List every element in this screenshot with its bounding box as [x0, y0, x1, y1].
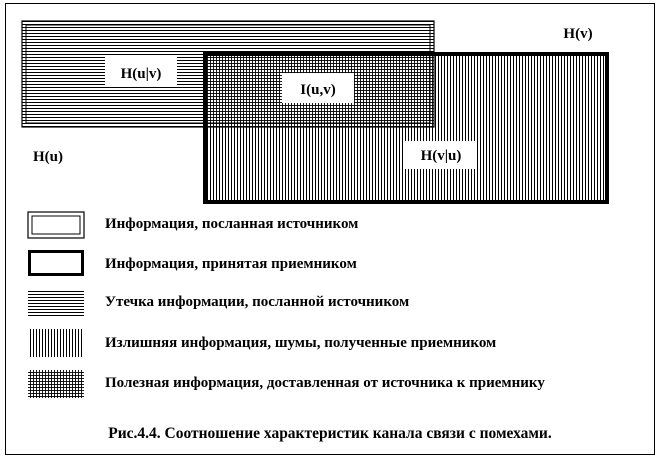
- legend-swatch-receiver: [28, 250, 84, 276]
- h-u-v-label: H(u|v): [121, 66, 162, 82]
- receiver-border: [203, 52, 609, 204]
- legend-swatch-leakage: [28, 290, 84, 316]
- h-u-label: H(u): [33, 149, 63, 165]
- legend-label-useful: Полезная информация, доставленная от ист…: [105, 375, 545, 391]
- figure-caption: Рис.4.4. Соотношение характеристик канал…: [108, 425, 552, 442]
- i-uv-label-box: [282, 73, 354, 103]
- h-v-u-label: H(v|u): [421, 148, 462, 164]
- source-border: [21, 20, 435, 128]
- figure-frame: [5, 3, 655, 455]
- h-v-u-label-box: [405, 141, 477, 169]
- legend-label-receiver: Информация, принятая приемником: [105, 256, 357, 272]
- h-u-v-label-box: [105, 57, 177, 87]
- source-border-inner: [25, 24, 431, 124]
- i-uv-label: I(u,v): [300, 82, 335, 98]
- legend-label-source: Информация, посланная источником: [105, 216, 359, 232]
- legend-swatch-noise: [28, 329, 84, 357]
- h-v-label: H(v): [563, 26, 592, 42]
- legend-label-leakage: Утечка информации, посланной источником: [105, 294, 410, 310]
- legend-label-noise: Излишняя информация, шумы, полученные пр…: [105, 335, 497, 351]
- legend-swatch-useful: [28, 370, 84, 398]
- legend-swatch-source: [27, 211, 85, 239]
